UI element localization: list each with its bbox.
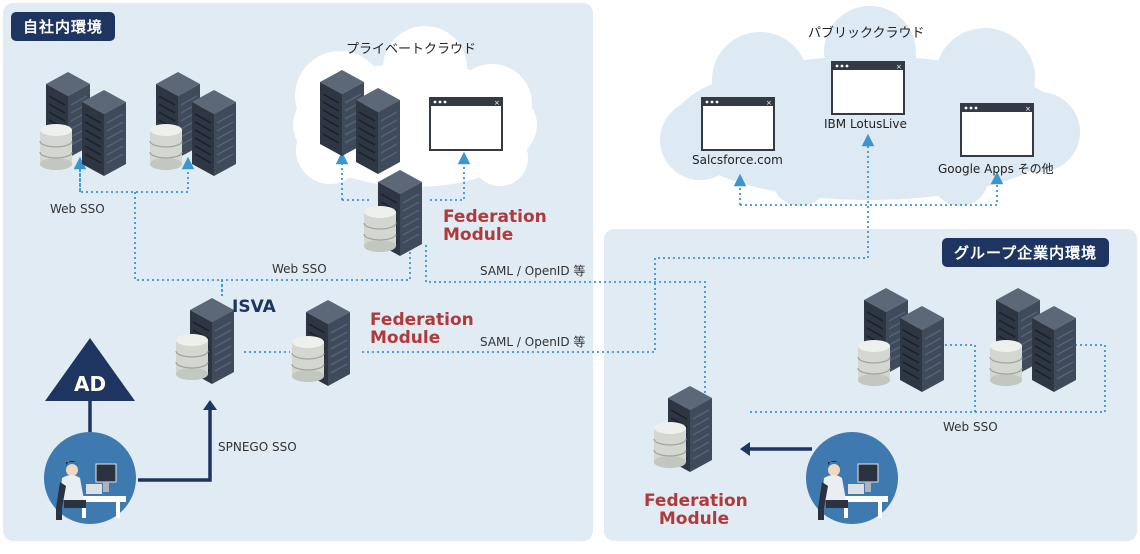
private-cloud-label: プライベートクラウド — [346, 42, 477, 57]
google-browser — [960, 103, 1034, 157]
group-federation-label: Federation Module — [644, 491, 748, 529]
internal-region-badge: 自社内環境 — [11, 12, 116, 41]
saml-lower-label: SAML / OpenID 等 — [480, 335, 586, 349]
lotuslive-browser — [831, 61, 905, 115]
isva-label: ISVA — [232, 297, 276, 317]
solid-arrows — [88, 400, 812, 482]
group-user-icon — [805, 431, 899, 525]
spnego-label: SPNEGO SSO — [218, 440, 297, 454]
private-browser — [429, 97, 503, 151]
saml-upper-label: SAML / OpenID 等 — [480, 264, 586, 278]
private-federation-label: Federation Module — [443, 207, 547, 245]
google-label: Google Apps その他 — [938, 162, 1054, 176]
spnego-arrowhead — [203, 400, 217, 410]
lotuslive-label: IBM LotusLive — [824, 117, 907, 131]
salesforce-browser — [701, 97, 775, 151]
public-cloud — [660, 6, 1080, 206]
web-sso-left-label: Web SSO — [50, 202, 105, 216]
internal-user-icon — [43, 431, 137, 525]
ad-label: AD — [74, 372, 107, 396]
internal-federation-label: Federation Module — [370, 310, 474, 348]
web-sso-right-label: Web SSO — [943, 420, 998, 434]
ad-triangle — [45, 338, 135, 401]
salesforce-label: Salcsforce.com — [692, 153, 783, 167]
public-cloud-label: パブリッククラウド — [808, 26, 925, 41]
web-sso-mid-label: Web SSO — [272, 262, 327, 276]
group-arrowhead — [740, 442, 750, 456]
connection-lines — [73, 133, 1106, 413]
group-region-badge: グループ企業内環境 — [942, 238, 1110, 267]
